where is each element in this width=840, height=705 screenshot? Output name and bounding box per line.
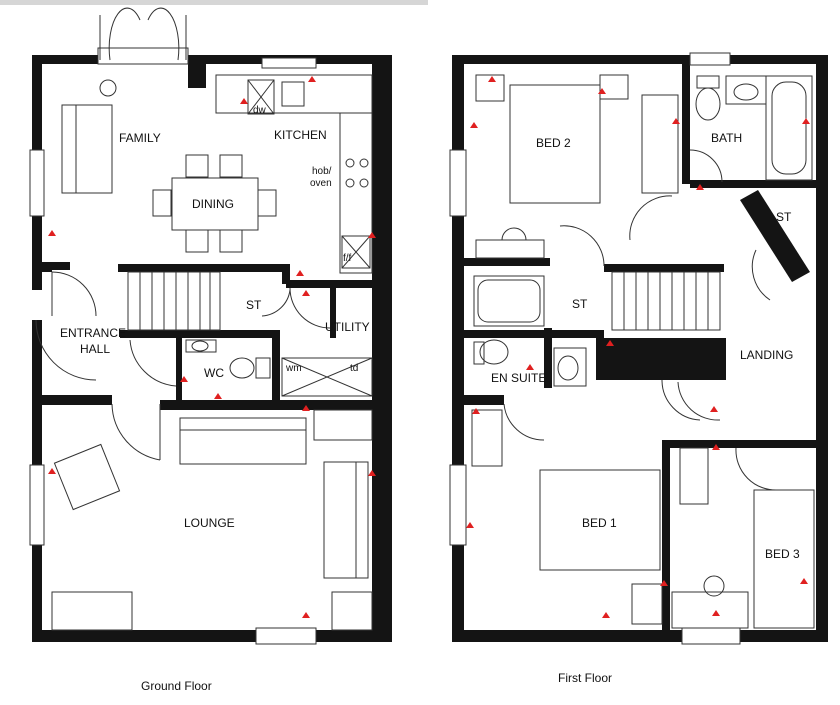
ground-floor-caption: Ground Floor bbox=[141, 679, 212, 693]
wc-fittings bbox=[185, 339, 373, 397]
first-floor-caption: First Floor bbox=[558, 671, 612, 685]
bath-label: BATH bbox=[711, 131, 742, 145]
ground-windows bbox=[29, 57, 317, 645]
first-floor-plan bbox=[449, 52, 828, 645]
bathroom-fittings bbox=[689, 75, 813, 183]
bed3-label: BED 3 bbox=[765, 547, 800, 561]
patio-doors bbox=[97, 7, 189, 97]
bed1-label: BED 1 bbox=[582, 516, 617, 530]
ensuite-fittings bbox=[473, 275, 587, 441]
utility-label: UTILITY bbox=[325, 320, 370, 334]
bed2-furniture bbox=[475, 74, 679, 267]
ground-outer-walls bbox=[32, 55, 392, 642]
kitchen-units bbox=[215, 74, 373, 274]
washing-machine-label: wm bbox=[285, 363, 302, 374]
en-suite-label: EN SUITE bbox=[491, 371, 546, 385]
ground-interior-walls bbox=[32, 262, 372, 405]
first-outer-walls bbox=[452, 55, 828, 642]
first-windows bbox=[449, 52, 741, 645]
ground-floor-labels: FAMILY KITCHEN DINING ENTRANCE HALL ST U… bbox=[60, 105, 370, 530]
lounge-furniture bbox=[51, 409, 373, 631]
entrance-hall-label-line1: ENTRANCE bbox=[60, 326, 126, 340]
top-edge-bar bbox=[0, 0, 428, 5]
ground-stairs bbox=[127, 271, 221, 331]
bed1-furniture bbox=[471, 379, 721, 625]
first-stairs bbox=[611, 271, 721, 331]
dining-table bbox=[152, 154, 277, 253]
family-sofa bbox=[61, 104, 113, 194]
bed3-furniture bbox=[671, 447, 815, 629]
entrance-hall-label-line2: HALL bbox=[80, 342, 110, 356]
ground-store-label: ST bbox=[246, 298, 262, 312]
tumble-dryer-label: td bbox=[350, 363, 358, 374]
ground-door-swings bbox=[35, 271, 331, 461]
family-label: FAMILY bbox=[119, 131, 161, 145]
hob-label-line2: oven bbox=[310, 178, 332, 189]
lounge-label: LOUNGE bbox=[184, 516, 235, 530]
red-markers bbox=[48, 76, 810, 618]
wc-label: WC bbox=[204, 366, 224, 380]
bath-store-label: ST bbox=[776, 210, 792, 224]
ground-floor-plan bbox=[29, 7, 392, 645]
landing-label: LANDING bbox=[740, 348, 793, 362]
first-floor-labels: BED 2 BATH ST ST EN SUITE LANDING BED 1 … bbox=[491, 131, 800, 561]
dishwasher-label: dw bbox=[253, 105, 267, 116]
first-store-doors bbox=[629, 190, 810, 301]
hob-label-line1: hob/ bbox=[312, 166, 332, 177]
fridge-freezer-label: f/f bbox=[343, 253, 352, 264]
ensuite-store-label: ST bbox=[572, 297, 588, 311]
kitchen-label: KITCHEN bbox=[274, 128, 327, 142]
dining-label: DINING bbox=[192, 197, 234, 211]
bed2-label: BED 2 bbox=[536, 136, 571, 150]
